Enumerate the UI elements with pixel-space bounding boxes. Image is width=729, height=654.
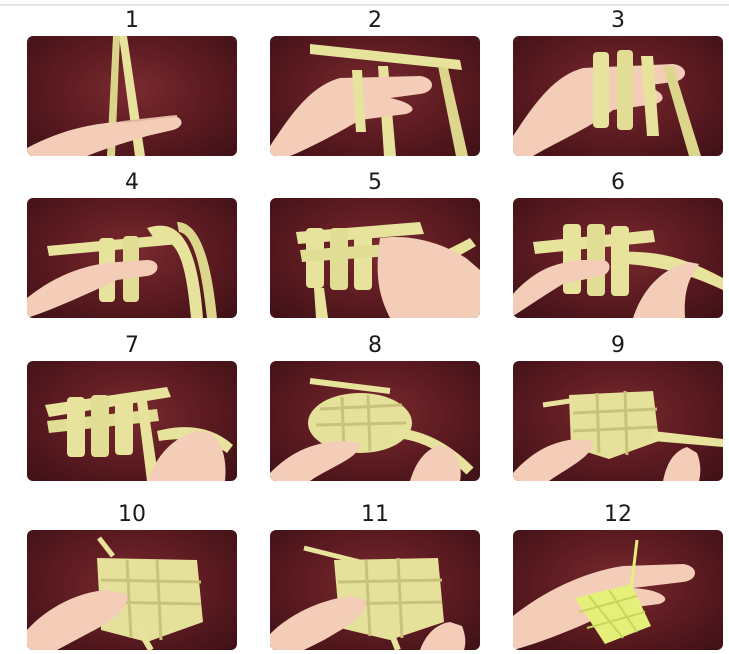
- step-number: 1: [27, 8, 237, 34]
- step-number: 10: [27, 502, 237, 528]
- hand-holding-woven-pouch-image: [27, 530, 237, 650]
- step-photo: [270, 198, 480, 318]
- woven-cube-forming-image: [27, 361, 237, 481]
- step-number: 2: [270, 8, 480, 34]
- step-photo: [27, 361, 237, 481]
- step-number: 12: [513, 502, 723, 528]
- step-photo: [270, 361, 480, 481]
- step-photo: [513, 361, 723, 481]
- step-photo: [513, 36, 723, 156]
- hands-tucking-strip-image: [513, 198, 723, 318]
- step-photo: [513, 198, 723, 318]
- hand-wrapping-strip-image: [270, 36, 480, 156]
- step-number: 3: [513, 8, 723, 34]
- step-number: 5: [270, 170, 480, 196]
- step-photo: [27, 198, 237, 318]
- step-number: 8: [270, 333, 480, 359]
- step-photo: [270, 36, 480, 156]
- step-number: 4: [27, 170, 237, 196]
- step-photo: [27, 530, 237, 650]
- hands-pulling-strip-image: [270, 361, 480, 481]
- finished-ketupat-image: [513, 530, 723, 650]
- hands-finishing-pouch-image: [270, 530, 480, 650]
- hand-with-two-loops-image: [513, 36, 723, 156]
- step-photo: [513, 530, 723, 650]
- step-photo: [270, 530, 480, 650]
- step-photo: [27, 36, 237, 156]
- top-divider: [0, 4, 729, 6]
- step-number: 6: [513, 170, 723, 196]
- two-hands-weaving-image: [270, 198, 480, 318]
- step-number: 9: [513, 333, 723, 359]
- step-number: 11: [270, 502, 480, 528]
- woven-cube-tightening-image: [513, 361, 723, 481]
- hand-holding-leaf-strip-image: [27, 36, 237, 156]
- hand-weaving-strips-image: [27, 198, 237, 318]
- step-number: 7: [27, 333, 237, 359]
